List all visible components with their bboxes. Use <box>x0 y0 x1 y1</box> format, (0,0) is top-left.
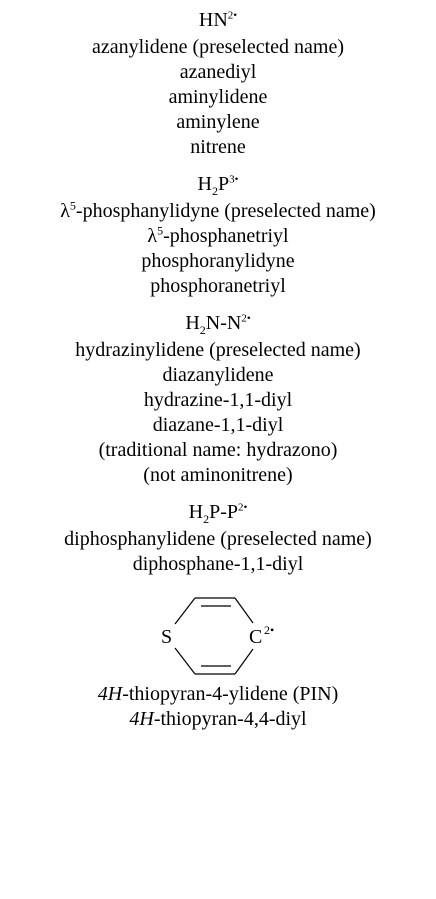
chemical-formula: H2P-P2• <box>0 501 436 527</box>
entry-block: H2N-N2•hydrazinylidene (preselected name… <box>0 312 436 488</box>
entry-block: HN2•azanylidene (preselected name)azaned… <box>0 9 436 160</box>
substituent-name: azanediyl <box>179 61 257 83</box>
ring-name-2: 4H-thiopyran-4,4-diyl <box>129 708 307 730</box>
chemical-formula: HN2• <box>0 9 436 35</box>
thiopyran-ring-diagram: S C 2• <box>161 597 274 675</box>
radical-mark: 2• <box>238 501 248 514</box>
formula-part: H <box>197 173 212 195</box>
nomenclature-page: HN2•azanylidene (preselected name)azaned… <box>0 9 436 732</box>
name-part: 5 <box>157 223 164 238</box>
radical-mark: 2• <box>264 623 274 637</box>
ring-name-1: 4H-thiopyran-4-ylidene (PIN) <box>97 683 339 705</box>
substituent-name: hydrazine-1,1-diyl <box>143 389 293 411</box>
formula-part: 2 <box>199 323 206 337</box>
formula-part: P <box>217 173 230 195</box>
substituent-name: diazanylidene <box>162 364 274 386</box>
ring-bond <box>234 648 254 675</box>
name-part: -phosphanylidyne (preselected name) <box>75 200 376 222</box>
chemical-formula: H2P3• <box>0 173 436 199</box>
name-part: λ <box>147 225 158 247</box>
substituent-name: phosphoranylidyne <box>141 250 295 272</box>
substituent-name: (traditional name: hydrazono) <box>98 439 338 461</box>
substituent-name: λ5-phosphanylidyne (preselected name) <box>0 199 436 224</box>
name-part: 5 <box>69 198 76 213</box>
ring-structure: S C 2• <box>0 590 436 682</box>
formula-part: P-P <box>209 501 238 523</box>
name-part: λ <box>60 200 70 222</box>
substituent-name: nitrene <box>190 136 246 158</box>
ring-bond <box>174 597 196 625</box>
substituent-name: diazane-1,1-diyl <box>152 414 284 436</box>
formula-part: H <box>188 501 204 523</box>
substituent-name: (not aminonitrene) <box>143 464 293 486</box>
name-part: -phosphanetriyl <box>163 225 289 247</box>
radical-mark: 3• <box>229 173 239 186</box>
thiopyran-entry: S C 2• 4H-thiopyran-4-ylidene (PIN) 4H-t… <box>0 590 436 732</box>
ring-bond <box>174 647 196 675</box>
formula-part: N-N <box>205 312 242 334</box>
ring-bond <box>234 597 254 624</box>
carbon-label: C <box>249 626 262 648</box>
substituent-name: diphosphane-1,1-diyl <box>132 553 304 575</box>
substituent-name: azanylidene (preselected name) <box>91 36 345 58</box>
formula-part: 2 <box>203 512 210 526</box>
sulfur-label: S <box>161 626 172 648</box>
radical-mark: 2• <box>227 9 238 22</box>
formula-part: HN <box>198 9 228 31</box>
entry-block: H2P-P2•diphosphanylidene (preselected na… <box>0 501 436 577</box>
substituent-name: hydrazinylidene (preselected name) <box>75 339 361 361</box>
entry-list: HN2•azanylidene (preselected name)azaned… <box>0 9 436 577</box>
substituent-name: aminylene <box>176 111 260 133</box>
substituent-name: λ5-phosphanetriyl <box>0 224 436 249</box>
substituent-name: diphosphanylidene (preselected name) <box>64 528 372 550</box>
substituent-name: phosphoranetriyl <box>150 275 286 297</box>
formula-part: H <box>185 312 200 334</box>
formula-part: 2 <box>211 184 218 198</box>
chemical-formula: H2N-N2• <box>0 312 436 338</box>
entry-block: H2P3•λ5-phosphanylidyne (preselected nam… <box>0 173 436 299</box>
radical-mark: 2• <box>241 312 251 325</box>
substituent-name: aminylidene <box>168 86 268 108</box>
